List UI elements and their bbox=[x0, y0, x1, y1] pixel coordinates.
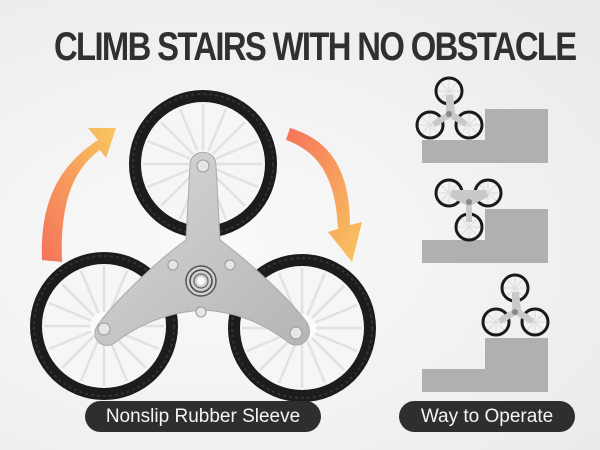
counter-clockwise-rotation-arrow bbox=[41, 128, 116, 262]
way-to-operate-label: Way to Operate bbox=[399, 401, 575, 432]
stair-climbing-wheel-assembly bbox=[28, 88, 378, 404]
operation-step-1 bbox=[415, 76, 548, 163]
page-title: CLIMB STAIRS WITH NO OBSTACLE bbox=[54, 25, 577, 69]
operation-step-2 bbox=[422, 178, 548, 263]
nonslip-rubber-sleeve-label: Nonslip Rubber Sleeve bbox=[85, 401, 321, 432]
center-bearing bbox=[185, 265, 217, 297]
operation-step-3 bbox=[422, 273, 550, 392]
clockwise-rotation-arrow bbox=[286, 128, 362, 262]
